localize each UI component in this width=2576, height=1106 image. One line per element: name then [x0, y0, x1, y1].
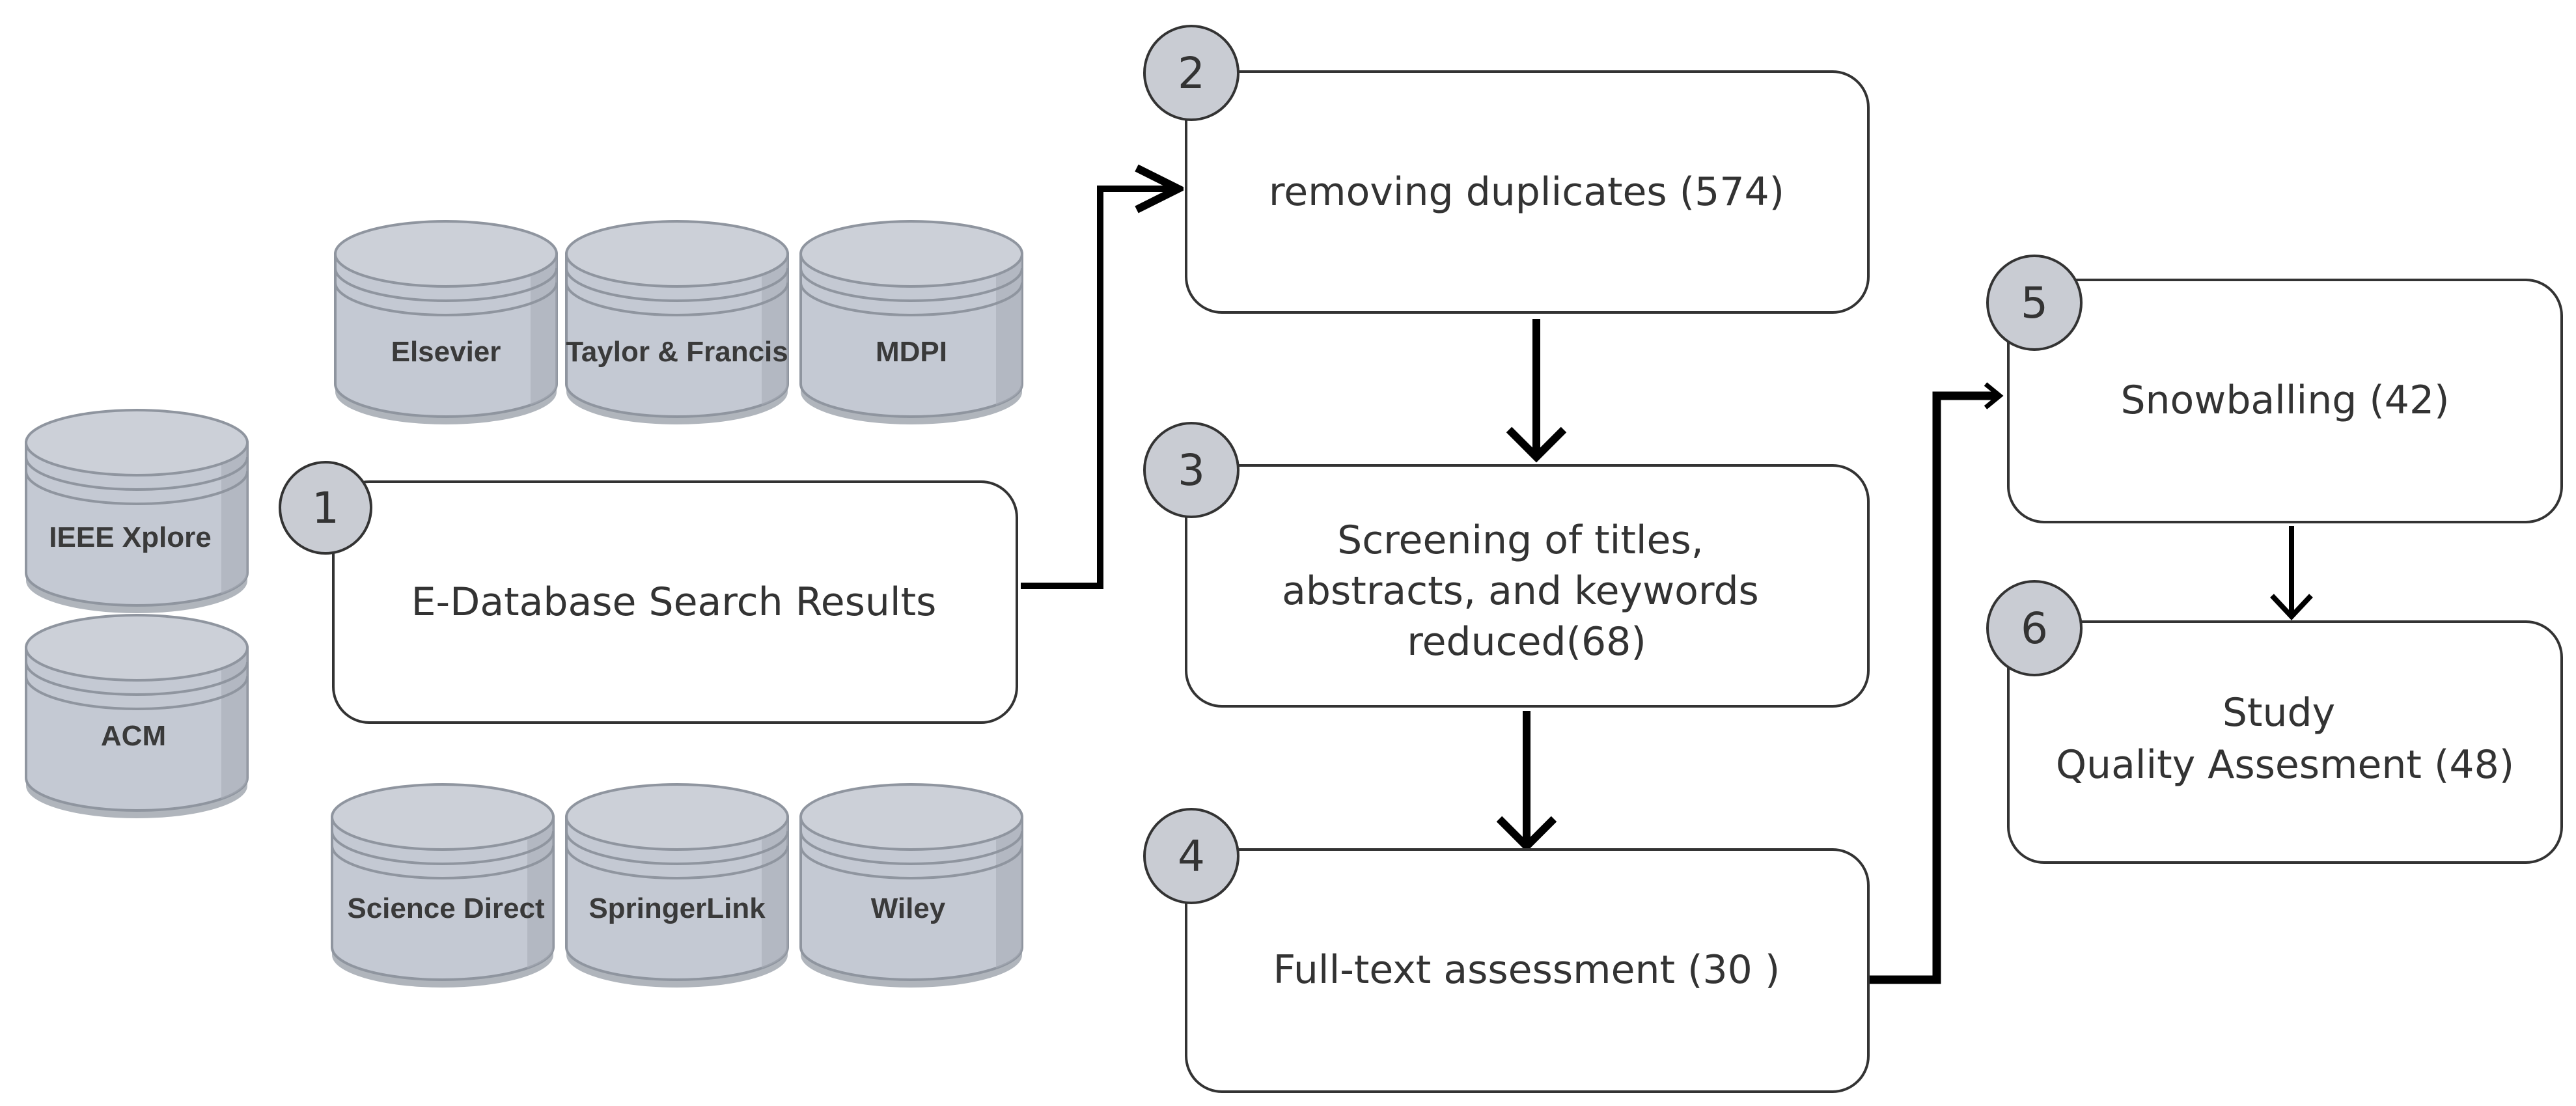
step-2-line-1: removing duplicates (574) [1269, 169, 1784, 215]
step-4: Full-text assessment (30 ) 4 [1143, 808, 1870, 1093]
database-label-mdpi: MDPI [876, 336, 947, 368]
step-number-4: 4 [1178, 831, 1205, 881]
step-3-line-3: reduced(68) [1407, 619, 1646, 665]
database-springerlink: SpringerLink [565, 783, 790, 989]
database-acm: ACM [25, 614, 249, 820]
step-number-circle-4 [1143, 808, 1240, 904]
step-number-6: 6 [2021, 603, 2048, 654]
connector-5-to-6 [2270, 526, 2313, 620]
database-wiley: Wiley [799, 783, 1024, 989]
step-number-circle-2 [1143, 25, 1240, 121]
database-ieee-xplore: IEEE Xplore [25, 409, 249, 615]
step-box-3 [1185, 464, 1870, 708]
step-1: E-Database Search Results 1 [279, 461, 1018, 724]
step-5-line-1: Snowballing (42) [2120, 378, 2449, 423]
step-3-line-1: Screening of titles, [1337, 518, 1704, 563]
step-4-line-1: Full-text assessment (30 ) [1273, 947, 1780, 993]
step-5: Snowballing (42) 5 [1986, 255, 2563, 523]
step-number-circle-6 [1986, 580, 2083, 676]
step-6-line-2: Quality Assesment (48) [2056, 742, 2514, 788]
database-science-direct: Science Direct [331, 783, 555, 989]
step-number-circle-5 [1986, 255, 2083, 351]
database-label-wiley: Wiley [871, 892, 946, 924]
step-box-1 [332, 480, 1018, 724]
step-box-2 [1185, 70, 1870, 314]
step-number-circle-3 [1143, 422, 1240, 518]
step-5-text: Snowballing (42) [2120, 378, 2449, 423]
step-number-circle-1 [279, 461, 372, 555]
connector-4-to-5 [1870, 391, 1999, 984]
database-label-acm: ACM [101, 720, 166, 752]
database-elsevier: Elsevier [334, 220, 559, 426]
step-3-text: Screening of titles, abstracts, and keyw… [1282, 518, 1771, 665]
database-taylor-francis: Taylor & Francis [565, 220, 790, 426]
step-box-4 [1185, 848, 1870, 1093]
connector-4-to-5-arrowhead [1984, 382, 2004, 409]
connector-1-to-2 [1021, 189, 1178, 589]
step-6-text: Study Quality Assesment (48) [2056, 690, 2514, 788]
database-label-science-direct: Science Direct [347, 892, 545, 924]
step-1-text: E-Database Search Results [411, 579, 937, 625]
connector-2-to-3 [1506, 319, 1567, 463]
step-box-6 [2007, 620, 2563, 864]
connector-3-to-4 [1496, 711, 1557, 852]
step-3-line-2: abstracts, and keywords [1282, 568, 1759, 614]
database-label-elsevier: Elsevier [391, 336, 501, 368]
step-number-2: 2 [1178, 48, 1205, 98]
step-6: Study Quality Assesment (48) 6 [1986, 580, 2563, 864]
step-1-line-1: E-Database Search Results [411, 579, 937, 625]
step-3: Screening of titles, abstracts, and keyw… [1143, 422, 1870, 708]
step-4-text: Full-text assessment (30 ) [1273, 947, 1780, 993]
step-2-text: removing duplicates (574) [1269, 169, 1784, 215]
step-2: removing duplicates (574) 2 [1143, 25, 1870, 314]
database-label-ieee-xplore: IEEE Xplore [49, 521, 211, 553]
database-label-springerlink: SpringerLink [589, 892, 766, 924]
step-6-line-1: Study [2223, 690, 2335, 736]
step-number-1: 1 [312, 483, 339, 533]
step-number-5: 5 [2021, 278, 2048, 328]
database-mdpi: MDPI [799, 220, 1024, 426]
step-box-5 [2007, 279, 2563, 523]
step-number-3: 3 [1178, 445, 1205, 495]
database-label-taylor-francis: Taylor & Francis [566, 336, 788, 368]
